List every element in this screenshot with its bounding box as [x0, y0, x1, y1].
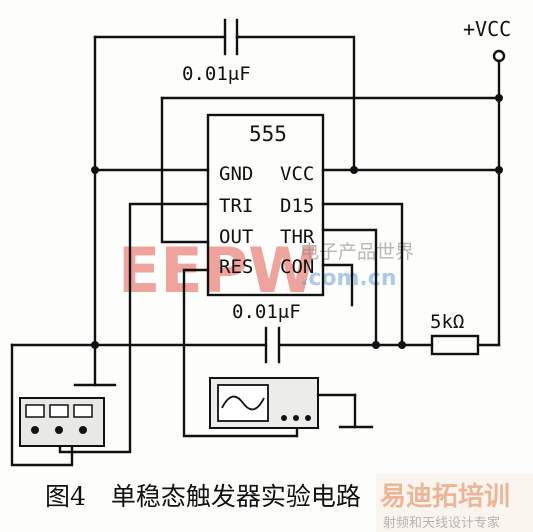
resistor-label: 5kΩ: [430, 311, 464, 333]
capacitor-top: [223, 18, 239, 56]
figure-caption: 图4 单稳态触发器实验电路: [45, 482, 361, 511]
corner-watermark-text: 射频和天线设计专家: [383, 515, 500, 531]
wire-top-loop: [93, 35, 356, 387]
pulse-generator-icon: [19, 397, 105, 447]
ic-pin-d15: D15: [280, 195, 314, 217]
capacitor-top-label: 0.01μF: [182, 63, 251, 85]
watermark-com: .com.cn: [300, 266, 397, 291]
ic-pin-tri: TRI: [219, 195, 253, 217]
ic-pin-out: OUT: [219, 226, 253, 248]
ic-pin-thr: THR: [280, 226, 315, 248]
wire-left-pins: [10, 202, 299, 467]
vcc-label: +VCC: [463, 17, 511, 41]
watermark-cn: 电子产品世界: [300, 241, 414, 263]
sine-wave-icon: [221, 395, 265, 411]
ic-555-name: 555: [249, 122, 287, 146]
vcc-terminal: [492, 49, 506, 63]
capacitor-middle: [264, 326, 281, 364]
oscilloscope-icon: [209, 377, 374, 429]
ic-pin-gnd: GND: [219, 163, 253, 185]
junction-dots: [91, 94, 503, 349]
corner-watermark: 易迪拓培训 射频和天线设计专家: [376, 474, 533, 532]
resistor-5k: [430, 334, 480, 356]
wire-right-pins: [278, 202, 501, 347]
ic-pin-vcc: VCC: [280, 163, 314, 185]
svg-text:易迪拓培训: 易迪拓培训: [380, 482, 510, 512]
ic-pin-con: CON: [280, 256, 314, 278]
capacitor-middle-label: 0.01μF: [232, 301, 301, 323]
ic-pin-res: RES: [219, 256, 253, 278]
